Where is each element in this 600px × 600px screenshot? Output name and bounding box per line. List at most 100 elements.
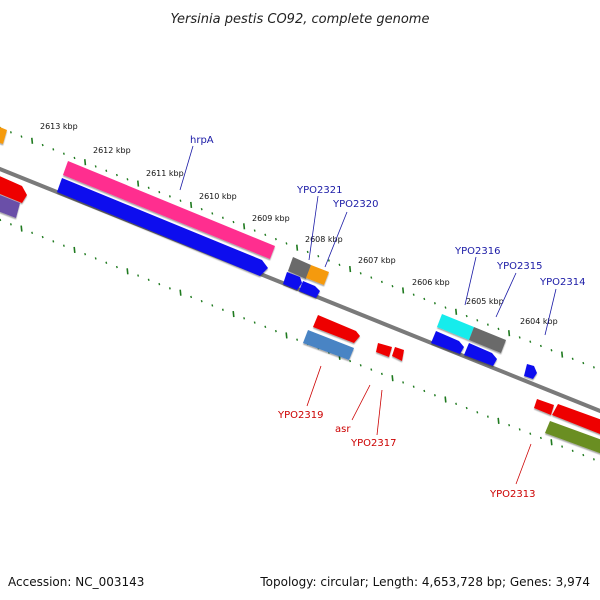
track-tick — [190, 295, 193, 299]
track-tick — [274, 329, 277, 333]
track-tick — [62, 152, 65, 155]
gene-feature[interactable] — [552, 404, 600, 436]
track-tick — [285, 242, 288, 245]
track-tick — [539, 436, 542, 440]
track-tick — [486, 323, 489, 326]
track-tick — [52, 240, 55, 243]
gene-feature[interactable] — [313, 315, 360, 343]
ruler-label: 2611 kbp — [146, 169, 184, 178]
gene-label-YPO2314[interactable]: YPO2314 — [539, 277, 585, 288]
track-tick — [561, 351, 564, 358]
gene-feature-YPO2317[interactable] — [392, 347, 404, 361]
track-tick — [137, 274, 140, 277]
gene-label-YPO2319[interactable]: YPO2319 — [277, 410, 323, 421]
gene-label-YPO2315[interactable]: YPO2315 — [496, 261, 542, 272]
gene-label-YPO2316[interactable]: YPO2316 — [454, 246, 500, 257]
gene-label-YPO2313[interactable]: YPO2313 — [489, 489, 535, 500]
track-tick — [264, 233, 267, 237]
reverse-strand-features — [303, 315, 600, 455]
track-tick — [455, 308, 458, 315]
track-tick — [338, 263, 341, 266]
gene-label-YPO2320[interactable]: YPO2320 — [332, 199, 378, 210]
ruler-labels: 2613 kbp 2612 kbp 2611 kbp 2610 kbp 2609… — [40, 122, 558, 326]
track-tick — [359, 364, 362, 367]
gene-feature-YPO2320[interactable] — [306, 265, 329, 285]
track-tick — [529, 432, 532, 435]
track-tick — [592, 458, 595, 461]
track-tick — [179, 289, 182, 296]
track-tick — [137, 180, 140, 187]
track-tick — [423, 297, 426, 301]
gene-feature[interactable] — [0, 174, 27, 203]
track-tick — [518, 336, 521, 339]
gene-feature[interactable] — [0, 193, 20, 218]
track-tick — [147, 186, 150, 190]
gene-label-asr[interactable]: asr — [335, 424, 351, 435]
track-tick — [73, 156, 76, 160]
track-tick — [380, 280, 383, 284]
gene-label-YPO2317[interactable]: YPO2317 — [350, 438, 396, 449]
track-tick — [243, 317, 246, 320]
track-tick — [158, 190, 161, 194]
gene-label-hrpA[interactable]: hrpA — [190, 135, 214, 146]
track-tick — [402, 381, 405, 384]
track-tick — [0, 218, 2, 222]
track-tick — [370, 368, 373, 371]
track-tick — [296, 338, 299, 341]
gene-feature[interactable] — [431, 331, 464, 354]
gene-feature-YPO2316[interactable] — [437, 314, 474, 340]
ruler-label: 2604 kbp — [520, 317, 558, 326]
track-tick — [105, 261, 108, 264]
track-tick — [20, 135, 23, 138]
track-tick — [9, 223, 12, 226]
gene-feature-hrpA[interactable] — [63, 161, 275, 259]
gene-label-YPO2321[interactable]: YPO2321 — [296, 185, 342, 196]
label-leader — [179, 145, 194, 191]
gene-feature-YPO2321[interactable] — [288, 257, 311, 279]
gene-feature[interactable] — [283, 272, 302, 290]
track-tick — [391, 284, 394, 288]
track-tick — [391, 375, 394, 382]
track-tick — [465, 314, 468, 318]
track-tick — [539, 344, 542, 348]
track-tick — [412, 293, 415, 296]
ruler-label: 2608 kbp — [305, 235, 343, 244]
ruler-label: 2606 kbp — [412, 278, 450, 287]
gene-feature[interactable] — [299, 281, 320, 298]
track-tick — [359, 272, 362, 275]
track-tick — [147, 278, 150, 282]
gene-feature-YPO2315[interactable] — [469, 327, 506, 353]
track-tick — [550, 349, 553, 352]
track-tick — [31, 137, 34, 144]
track-tick — [465, 406, 468, 410]
gene-feature[interactable] — [534, 399, 554, 415]
track-tick — [20, 225, 23, 232]
track-tick — [232, 220, 235, 224]
track-tick — [508, 330, 511, 337]
gene-feature-asr[interactable] — [376, 343, 392, 357]
gene-feature[interactable] — [0, 125, 7, 144]
ruler-label: 2613 kbp — [40, 122, 78, 131]
track-tick — [508, 423, 511, 427]
track-tick — [253, 321, 256, 324]
track-tick — [582, 453, 585, 457]
track-tick — [571, 357, 574, 361]
track-tick — [380, 372, 383, 376]
track-tick — [486, 415, 489, 418]
gene-feature[interactable] — [464, 343, 497, 366]
track-tick — [243, 223, 246, 230]
label-leader — [544, 288, 557, 336]
gene-feature-YPO2314[interactable] — [524, 364, 537, 379]
gene-feature-YPO2319[interactable] — [303, 330, 354, 360]
label-leader — [308, 195, 319, 261]
track-tick — [168, 195, 171, 198]
track-tick — [412, 385, 415, 388]
label-leader — [324, 211, 348, 268]
gene-feature-YPO2313[interactable] — [545, 421, 600, 455]
gene-feature[interactable] — [57, 178, 268, 276]
track-tick — [497, 417, 500, 424]
track-tick — [550, 439, 553, 446]
track-tick — [52, 148, 55, 151]
track-tick — [232, 310, 235, 318]
